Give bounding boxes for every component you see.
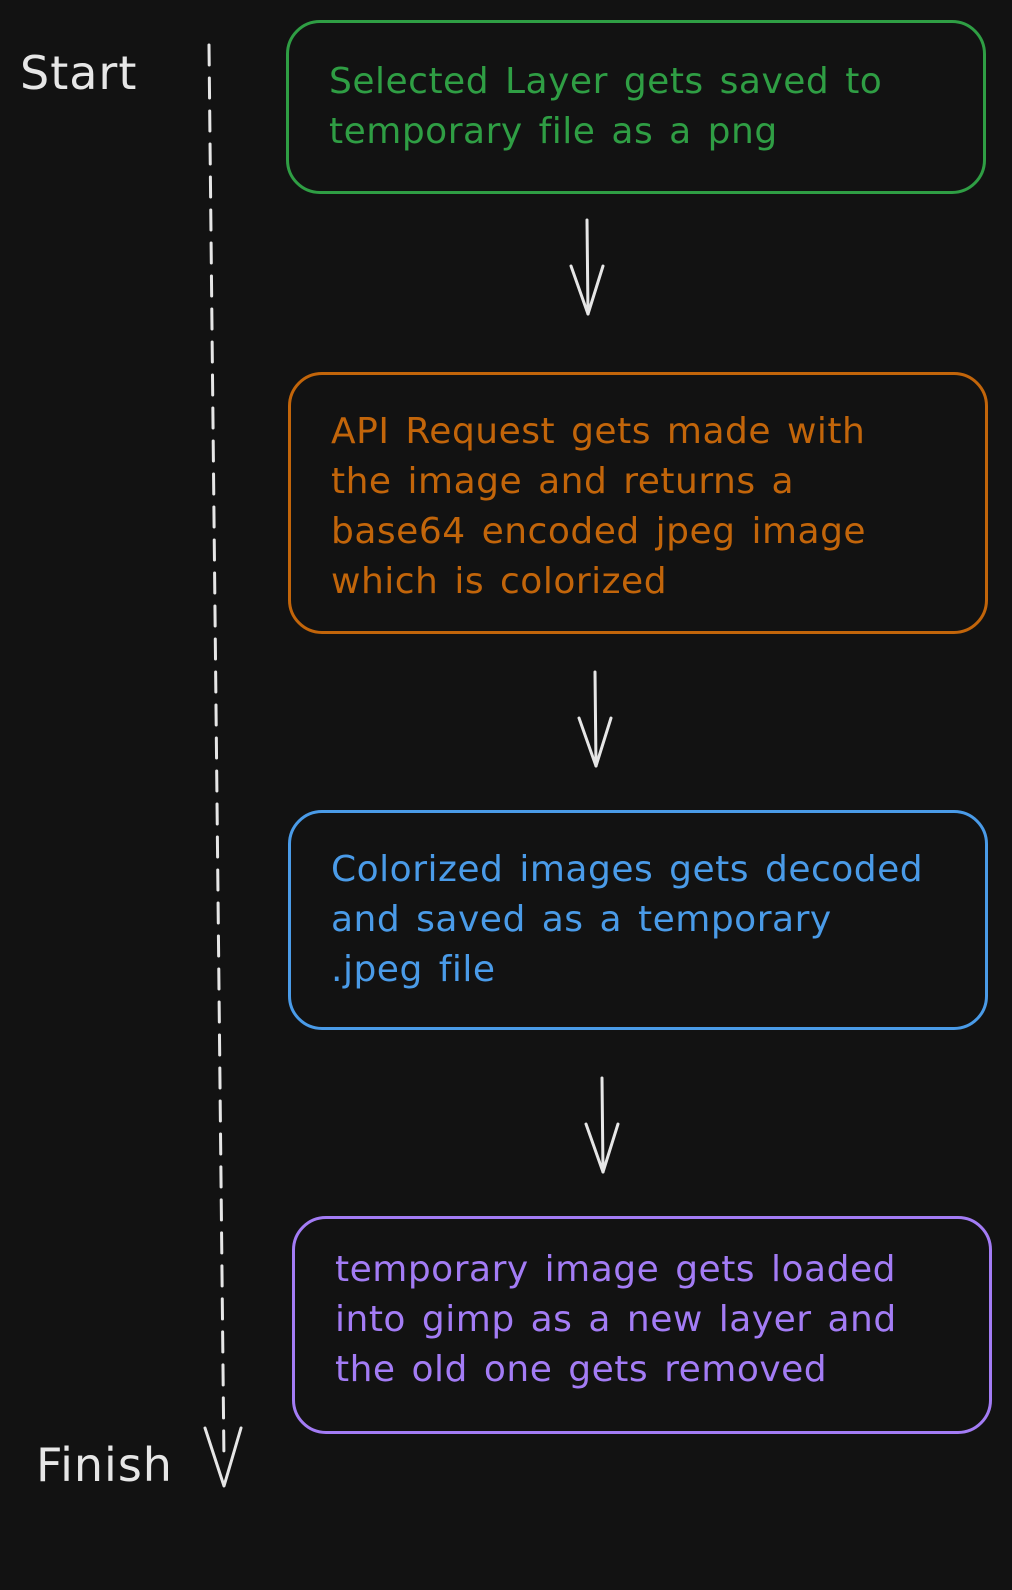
step-box-save-layer: Selected Layer gets saved to temporary f…	[286, 20, 986, 194]
timeline-arrowhead-icon	[203, 1426, 243, 1488]
step-text: Selected Layer gets saved to temporary f…	[329, 61, 883, 152]
finish-label: Finish	[36, 1438, 173, 1492]
step-box-decode-image: Colorized images gets decoded and saved …	[288, 810, 988, 1030]
timeline-dashed-line	[207, 43, 226, 1464]
step-text: Colorized images gets decoded and saved …	[331, 849, 924, 990]
step-box-api-request: API Request gets made with the image and…	[288, 372, 988, 634]
start-label: Start	[20, 46, 138, 100]
step-text: API Request gets made with the image and…	[331, 411, 867, 602]
arrow-down-icon	[577, 670, 613, 768]
step-text: temporary image gets loaded into gimp as…	[335, 1249, 897, 1390]
arrow-down-icon	[584, 1076, 620, 1174]
step-box-load-layer: temporary image gets loaded into gimp as…	[292, 1216, 992, 1434]
arrow-down-icon	[569, 218, 605, 316]
